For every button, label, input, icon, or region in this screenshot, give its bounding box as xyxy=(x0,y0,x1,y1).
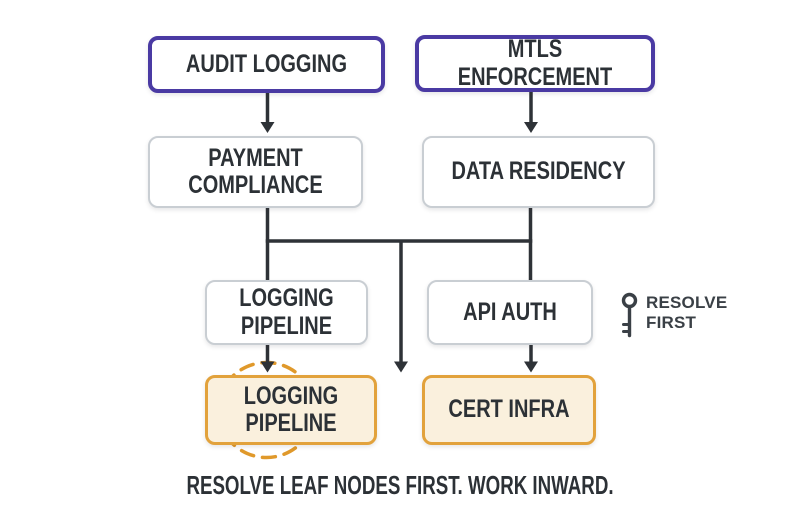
node-mtls-enforcement: MTLS ENFORCEMENT xyxy=(415,35,655,92)
node-api-auth-label: API AUTH xyxy=(463,297,557,326)
arrowheads xyxy=(260,122,538,373)
node-payment-compliance-label: PAYMENT COMPLIANCE xyxy=(188,143,323,199)
resolve-first-annotation: RESOLVE FIRST xyxy=(620,292,727,338)
node-payment-compliance: PAYMENT COMPLIANCE xyxy=(148,136,363,208)
edge-lines xyxy=(265,92,533,363)
resolve-first-line2: FIRST xyxy=(646,313,697,332)
node-api-auth: API AUTH xyxy=(427,280,593,345)
resolve-first-line1: RESOLVE xyxy=(646,293,728,312)
node-logging-pipeline-mid-label: LOGGING PIPELINE xyxy=(239,284,334,340)
caption: RESOLVE LEAF NODES FIRST. WORK INWARD. xyxy=(186,470,614,500)
node-cert-infra: CERT INFRA xyxy=(422,375,596,445)
node-mtls-enforcement-label: MTLS ENFORCEMENT xyxy=(457,35,613,91)
node-logging-pipeline-leaf: LOGGING PIPELINE xyxy=(205,375,377,445)
node-audit-logging: AUDIT LOGGING xyxy=(148,36,385,93)
node-logging-pipeline-mid: LOGGING PIPELINE xyxy=(205,280,368,345)
resolve-first-text: RESOLVE FIRST xyxy=(646,292,727,333)
key-icon xyxy=(621,292,638,338)
node-data-residency-label: DATA RESIDENCY xyxy=(451,157,626,186)
node-logging-pipeline-leaf-label: LOGGING PIPELINE xyxy=(243,381,339,437)
node-cert-infra-label: CERT INFRA xyxy=(448,395,570,424)
node-data-residency: DATA RESIDENCY xyxy=(422,136,655,208)
node-audit-logging-label: AUDIT LOGGING xyxy=(185,49,348,78)
